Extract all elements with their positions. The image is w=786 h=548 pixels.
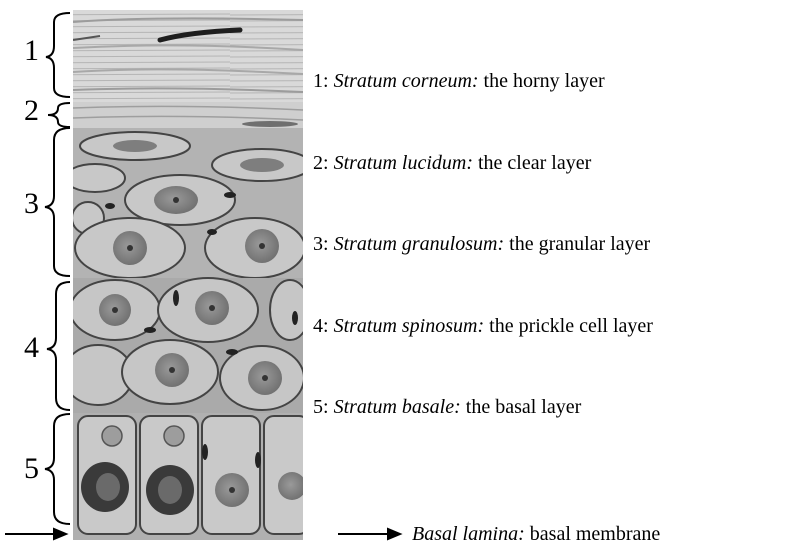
stratum-corneum-region: [73, 10, 303, 102]
legend-description: the clear layer: [478, 152, 591, 174]
brace-layer-4: [47, 282, 70, 410]
left-arrowhead: [54, 529, 66, 539]
layer-number-1: 1: [24, 36, 39, 66]
stratum-lucidum-region: [73, 102, 303, 128]
skin-tissue-illustration: [63, 10, 312, 540]
legend-item-3: 3: Stratum granulosum: the granular laye…: [313, 233, 650, 256]
basal-lamina-label: Basal lamina: basal membrane: [412, 523, 660, 546]
brace-layer-3: [45, 128, 70, 276]
legend-latin-name: Stratum granulosum:: [334, 233, 505, 255]
stratum-spinosum-region: [63, 278, 310, 413]
legend-description: the basal layer: [466, 396, 582, 418]
legend-latin-name: Stratum spinosum:: [334, 315, 485, 337]
layer-number-4: 4: [24, 333, 39, 363]
layer-number-2: 2: [24, 96, 39, 126]
brace-layer-5: [45, 414, 70, 524]
basal-lamina-latin: Basal lamina:: [412, 523, 525, 545]
legend-latin-name: Stratum lucidum:: [334, 152, 473, 174]
legend-latin-name: Stratum basale:: [334, 396, 461, 418]
legend-description: the horny layer: [484, 70, 605, 92]
stratum-granulosum-region: [65, 128, 312, 278]
legend-item-2: 2: Stratum lucidum: the clear layer: [313, 152, 591, 175]
brace-layer-2: [48, 103, 70, 127]
legend-number: 1: [313, 70, 323, 92]
legend-latin-name: Stratum corneum:: [334, 70, 479, 92]
stratum-basale-region: [73, 413, 309, 540]
legend-item-4: 4: Stratum spinosum: the prickle cell la…: [313, 315, 653, 338]
layer-number-3: 3: [24, 189, 39, 219]
legend-description: the granular layer: [509, 233, 650, 255]
legend-number: 5: [313, 396, 323, 418]
legend-number: 4: [313, 315, 323, 337]
legend-number: 3: [313, 233, 323, 255]
layer-braces: [45, 13, 70, 524]
basal-lamina-description: basal membrane: [530, 523, 661, 545]
layer-number-5: 5: [24, 454, 39, 484]
legend-item-1: 1: Stratum corneum: the horny layer: [313, 70, 605, 93]
brace-layer-1: [46, 13, 70, 97]
right-arrowhead: [388, 529, 400, 539]
legend-item-5: 5: Stratum basale: the basal layer: [313, 396, 581, 419]
legend-number: 2: [313, 152, 323, 174]
legend-description: the prickle cell layer: [489, 315, 653, 337]
